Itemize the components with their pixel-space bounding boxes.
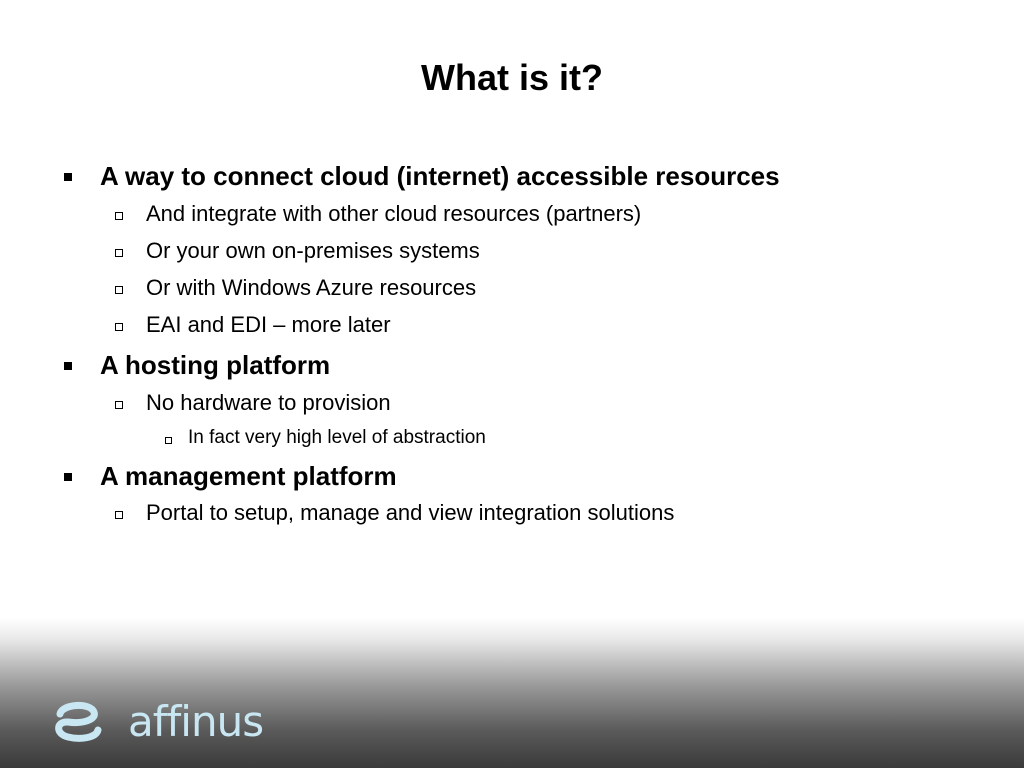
hollow-square-bullet-icon bbox=[115, 323, 123, 331]
bullet-item: Portal to setup, manage and view integra… bbox=[115, 500, 674, 526]
hollow-square-bullet-icon bbox=[115, 401, 123, 409]
bullet-item: Or your own on-premises systems bbox=[115, 238, 480, 264]
bullet-item: And integrate with other cloud resources… bbox=[115, 201, 641, 227]
bullet-text: A hosting platform bbox=[100, 350, 331, 380]
affinus-swirl-icon bbox=[55, 702, 102, 742]
bullet-text: Or with Windows Azure resources bbox=[146, 275, 477, 300]
bullet-text: No hardware to provision bbox=[146, 390, 391, 415]
bullet-item: In fact very high level of abstraction bbox=[165, 427, 486, 449]
slide-title: What is it? bbox=[421, 57, 603, 98]
hollow-square-bullet-icon bbox=[165, 436, 172, 444]
square-bullet-icon bbox=[64, 172, 72, 181]
footer-gradient bbox=[0, 618, 1024, 768]
hollow-square-bullet-icon bbox=[115, 286, 123, 294]
hollow-square-bullet-icon bbox=[115, 249, 123, 257]
square-bullet-icon bbox=[64, 361, 72, 370]
bullet-item: No hardware to provision bbox=[115, 390, 391, 416]
affinus-logo: affinus bbox=[52, 697, 264, 746]
bullet-item: A hosting platform bbox=[64, 350, 330, 381]
bullet-list: A way to connect cloud (internet) access… bbox=[64, 161, 780, 526]
hollow-square-bullet-icon bbox=[115, 212, 123, 220]
bullet-item: EAI and EDI – more later bbox=[115, 312, 391, 338]
bullet-item: A way to connect cloud (internet) access… bbox=[64, 161, 780, 192]
bullet-text: Portal to setup, manage and view integra… bbox=[146, 500, 675, 525]
bullet-item: Or with Windows Azure resources bbox=[115, 275, 476, 301]
bullet-text: Or your own on-premises systems bbox=[146, 238, 480, 263]
bullet-text: EAI and EDI – more later bbox=[146, 312, 391, 337]
hollow-square-bullet-icon bbox=[115, 511, 123, 519]
bullet-item: A management platform bbox=[64, 461, 397, 492]
bullet-text: And integrate with other cloud resources… bbox=[146, 201, 642, 226]
logo-text: affinus bbox=[128, 697, 264, 746]
bullet-text: A way to connect cloud (internet) access… bbox=[100, 161, 780, 191]
square-bullet-icon bbox=[64, 472, 72, 481]
bullet-text: In fact very high level of abstraction bbox=[188, 427, 486, 448]
bullet-text: A management platform bbox=[100, 461, 397, 491]
